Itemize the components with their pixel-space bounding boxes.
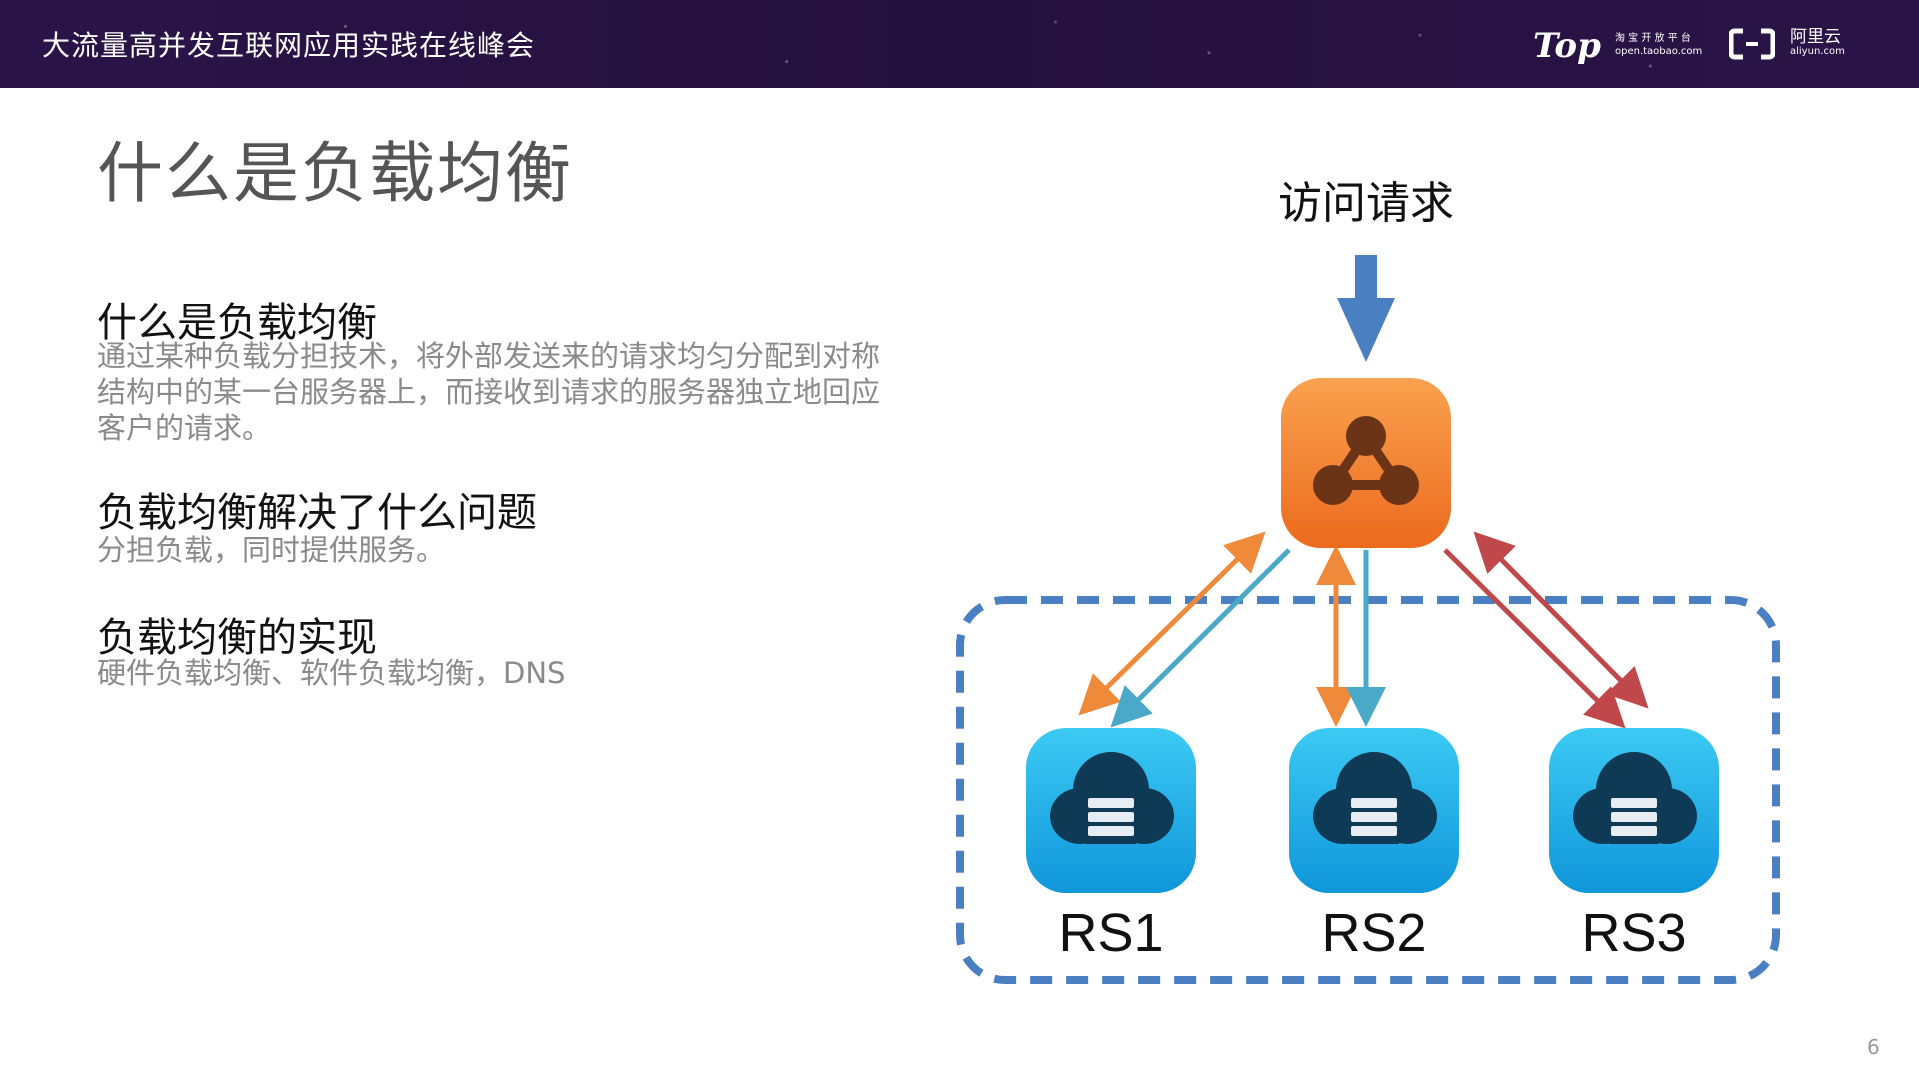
header-bar: 大流量高并发互联网应用实践在线峰会 Top 淘 宝 开 放 平 台 open.t…: [0, 0, 1919, 88]
load-balancer-node: [1281, 378, 1451, 548]
link-red-rs3-a: [1443, 548, 1626, 729]
section-text-problem: 分担负载，同时提供服务。: [97, 533, 446, 567]
cloud-server-icon: [1050, 752, 1174, 844]
server-node-rs2: [1289, 728, 1459, 893]
request-arrow: [1337, 255, 1395, 362]
cloud-server-icon: [1313, 752, 1437, 844]
cloud-server-icon: [1573, 752, 1697, 844]
section-heading-implementation: 负载均衡的实现: [97, 615, 377, 661]
taobao-open-logo-text: 淘 宝 开 放 平 台 open.taobao.com: [1615, 33, 1703, 57]
section-text-implementation: 硬件负载均衡、软件负载均衡，DNS: [97, 656, 566, 690]
taobao-open-logo: Top: [1533, 26, 1601, 66]
page-title: 什么是负载均衡: [97, 135, 573, 212]
load-balancer-icon: [1313, 416, 1419, 505]
request-label: 访问请求: [1278, 178, 1454, 229]
connection-arrows: [1078, 531, 1649, 729]
link-orange-rs1: [1078, 531, 1266, 716]
server-node-rs1: [1026, 728, 1196, 893]
aliyun-logo-text: 阿里云 aliyun.com: [1790, 27, 1845, 57]
link-blue-rs1: [1110, 548, 1291, 728]
conference-title: 大流量高并发互联网应用实践在线峰会: [42, 29, 536, 62]
link-red-rs3-b: [1473, 531, 1649, 709]
server-label-rs2: RS2: [1321, 903, 1426, 963]
section-heading-definition: 什么是负载均衡: [97, 300, 377, 346]
section-heading-problem: 负载均衡解决了什么问题: [97, 490, 537, 536]
page-number: 6: [1867, 1035, 1880, 1059]
aliyun-logo-icon: [1729, 28, 1775, 60]
server-node-rs3: [1549, 728, 1719, 893]
server-label-rs3: RS3: [1581, 903, 1686, 963]
section-text-definition: 通过某种负载分担技术，将外部发送来的请求均匀分配到对称结构中的某一台服务器上，而…: [97, 339, 881, 445]
server-label-rs1: RS1: [1058, 903, 1163, 963]
